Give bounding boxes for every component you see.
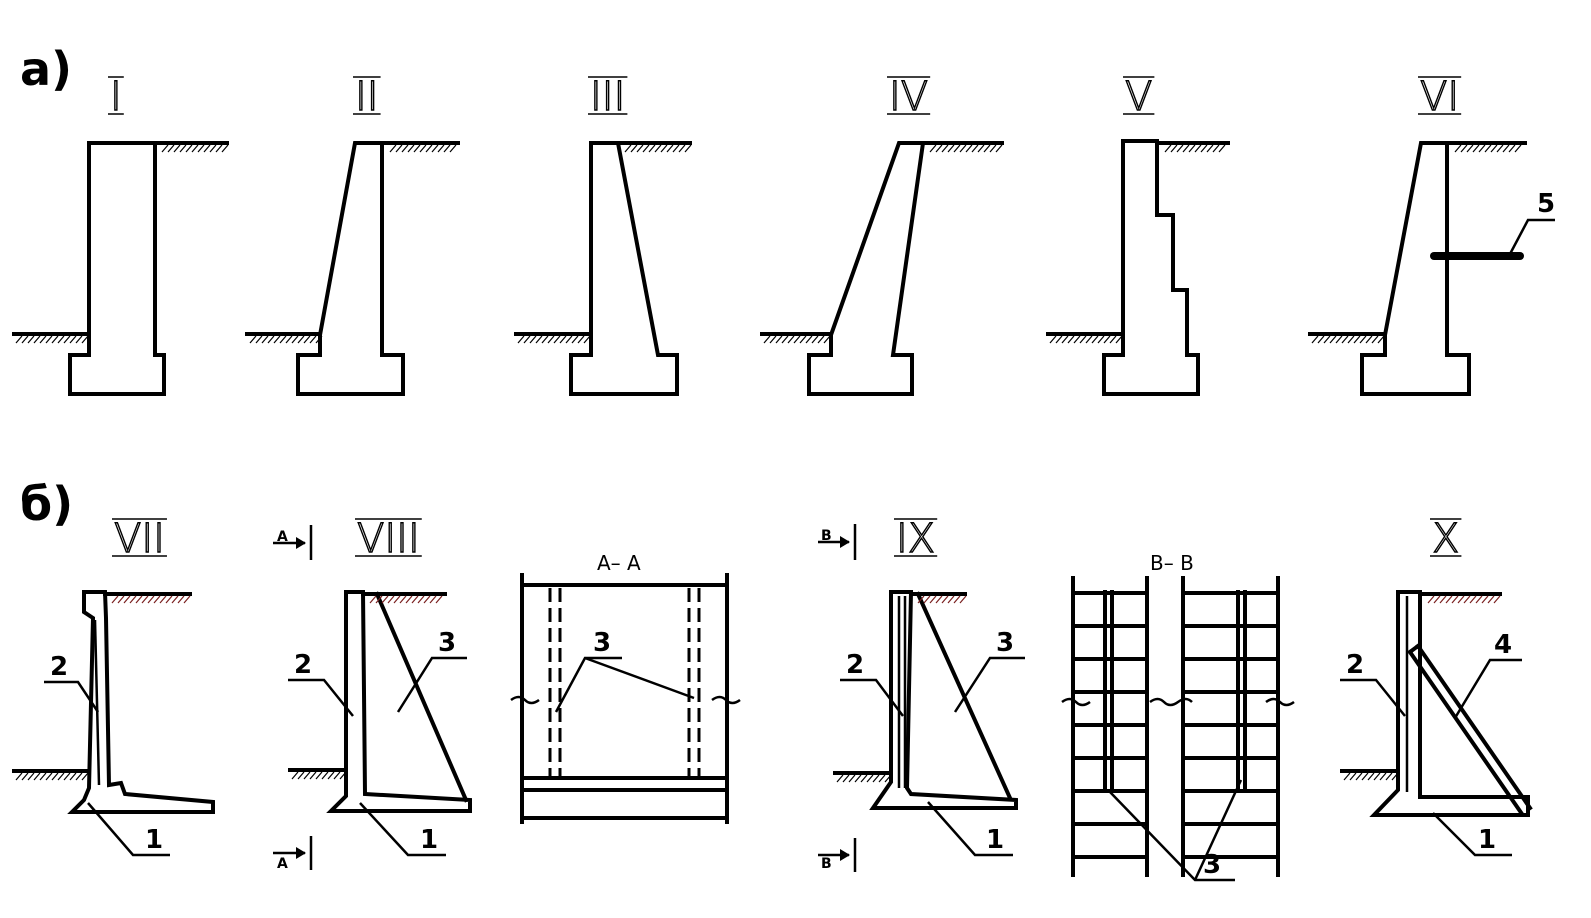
callout-5: 5	[1537, 189, 1555, 219]
callout-1: 1	[1478, 825, 1496, 855]
callout-1: 1	[145, 825, 163, 855]
section-label-A-A: A– A	[597, 551, 641, 575]
wall-type-IV: IV	[760, 73, 1004, 396]
callout-1: 1	[986, 825, 1004, 855]
wall-type-III: III	[514, 73, 692, 396]
wall-type-II: II	[245, 73, 460, 396]
wall-label-IV: IV	[889, 74, 928, 120]
wall-label-IX: IX	[896, 516, 935, 562]
callout-3: 3	[1203, 850, 1221, 880]
section-B-B: B– B 3	[1061, 551, 1295, 882]
wall-type-I: I	[12, 73, 229, 396]
section-A-A: A– A 3	[510, 551, 741, 824]
cut-mark-B-bottom: В	[821, 856, 832, 872]
wall-type-V: V	[1046, 73, 1230, 396]
callout-2: 2	[1346, 650, 1364, 680]
wall-type-VI: VI 5	[1308, 73, 1555, 396]
wall-type-VIII: VIII 2 3 1 А А	[273, 515, 472, 872]
wall-label-VIII: VIII	[357, 516, 420, 562]
cut-mark-A-top: А	[277, 529, 288, 545]
wall-label-I: I	[110, 74, 122, 120]
callout-2: 2	[50, 652, 68, 682]
callout-3: 3	[996, 628, 1014, 658]
callout-4: 4	[1494, 630, 1512, 660]
panel-label-b: б)	[20, 477, 73, 531]
wall-label-VI: VI	[1420, 74, 1459, 120]
callout-2: 2	[294, 650, 312, 680]
cut-mark-B-top: В	[821, 528, 832, 544]
wall-type-X: X 2 4 1	[1340, 515, 1533, 857]
wall-label-V: V	[1125, 74, 1152, 120]
section-label-B-B: B– B	[1150, 551, 1194, 575]
wall-type-VII: VII 2 1	[12, 515, 215, 857]
callout-3: 3	[438, 628, 456, 658]
panel-label-a: а)	[20, 42, 72, 96]
wall-type-IX: IX 2 3 1 В В	[818, 515, 1025, 872]
wall-label-II: II	[355, 74, 379, 120]
wall-label-X: X	[1432, 516, 1459, 562]
wall-label-III: III	[590, 74, 625, 120]
cut-mark-A-bottom: А	[277, 856, 288, 872]
callout-1: 1	[420, 825, 438, 855]
callout-2: 2	[846, 650, 864, 680]
wall-label-VII: VII	[114, 516, 165, 562]
callout-3: 3	[593, 628, 611, 658]
